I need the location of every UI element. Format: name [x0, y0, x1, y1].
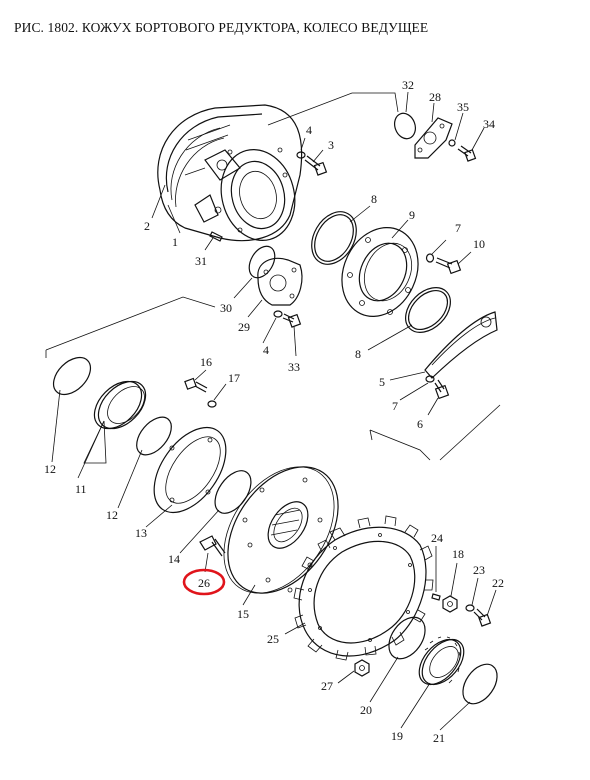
guard-5: [424, 311, 498, 379]
cover-29: [257, 257, 303, 306]
highlight-circle-26: [182, 568, 226, 596]
callout-2: 2: [144, 219, 150, 233]
o-ring-8-upper: [311, 211, 357, 265]
gasket-30: [248, 245, 276, 279]
hub-15: [223, 466, 339, 594]
seal-ring-19: [418, 636, 465, 686]
pin-24: [431, 593, 441, 601]
callout-14: 14: [168, 552, 180, 566]
o-ring-12-lower: [136, 416, 172, 456]
washer-35: [448, 139, 456, 147]
callout-5: 5: [379, 375, 385, 389]
callout-21: 21: [433, 731, 445, 745]
callout-7-up: 7: [455, 221, 461, 235]
callout-numbers: 1 2 3 4 4 5 6 7 7 8 8 9 10 11 12 12 13 1…: [44, 78, 504, 745]
callout-22: 22: [492, 576, 504, 590]
cage-9: [341, 227, 419, 317]
callout-32: 32: [402, 78, 414, 92]
callout-35: 35: [457, 100, 469, 114]
bolt-10: [435, 257, 462, 275]
gasket-32: [394, 112, 416, 140]
o-ring-21: [462, 663, 498, 705]
callout-25: 25: [267, 632, 279, 646]
washer-7-lower: [425, 375, 435, 383]
callout-31: 31: [195, 254, 207, 268]
callout-24: 24: [431, 531, 443, 545]
bolt-26: [199, 535, 226, 557]
callout-12-upper: 12: [44, 462, 56, 476]
callout-16: 16: [200, 355, 212, 369]
bolt-16: [184, 377, 208, 393]
final-drive-housing: [157, 104, 303, 242]
o-ring-14: [214, 470, 252, 514]
bolt-6: [434, 379, 450, 400]
callout-17: 17: [228, 371, 240, 385]
callout-19: 19: [391, 729, 403, 743]
callout-27: 27: [321, 679, 333, 693]
callout-23: 23: [473, 563, 485, 577]
callout-30: 30: [220, 301, 232, 315]
callout-20: 20: [360, 703, 372, 717]
callout-18: 18: [452, 547, 464, 561]
washer-23: [465, 604, 475, 612]
callout-4-low: 4: [263, 343, 269, 357]
sprocket-25: [293, 515, 434, 661]
washer-7-upper: [425, 253, 435, 263]
callout-7-low: 7: [392, 399, 398, 413]
retainer-13: [153, 426, 227, 514]
o-ring-20: [388, 616, 426, 660]
callout-8-low: 8: [355, 347, 361, 361]
bolt-top: [296, 151, 328, 176]
callout-15: 15: [237, 607, 249, 621]
callout-12-lower: 12: [106, 508, 118, 522]
o-ring-12-upper: [52, 356, 92, 396]
callout-34: 34: [483, 117, 495, 131]
callout-8-up: 8: [371, 192, 377, 206]
bolt-34: [457, 145, 477, 162]
callout-11: 11: [75, 482, 87, 496]
nut-27: [354, 659, 370, 677]
bolt-22: [473, 608, 492, 627]
callout-29: 29: [238, 320, 250, 334]
washer-4-lower: [273, 310, 283, 318]
callout-33: 33: [288, 360, 300, 374]
leader-lines: [51, 91, 497, 731]
cover-28: [414, 117, 453, 159]
o-ring-8-lower: [405, 287, 451, 333]
floating-seal-11: [93, 380, 147, 430]
dowel-pin: [209, 231, 223, 242]
callout-9: 9: [409, 208, 415, 222]
callout-28: 28: [429, 90, 441, 104]
nut-18: [442, 595, 458, 613]
bolt-33: [282, 313, 302, 328]
washer-17: [207, 400, 217, 408]
callout-1: 1: [172, 235, 178, 249]
figure-title: РИС. 1802. КОЖУХ БОРТОВОГО РЕДУКТОРА, КО…: [14, 20, 429, 35]
callout-4-top: 4: [306, 123, 312, 137]
callout-3: 3: [328, 138, 334, 152]
callout-10: 10: [473, 237, 485, 251]
callout-6: 6: [417, 417, 423, 431]
callout-13: 13: [135, 526, 147, 540]
callout-26: 26: [198, 576, 210, 590]
